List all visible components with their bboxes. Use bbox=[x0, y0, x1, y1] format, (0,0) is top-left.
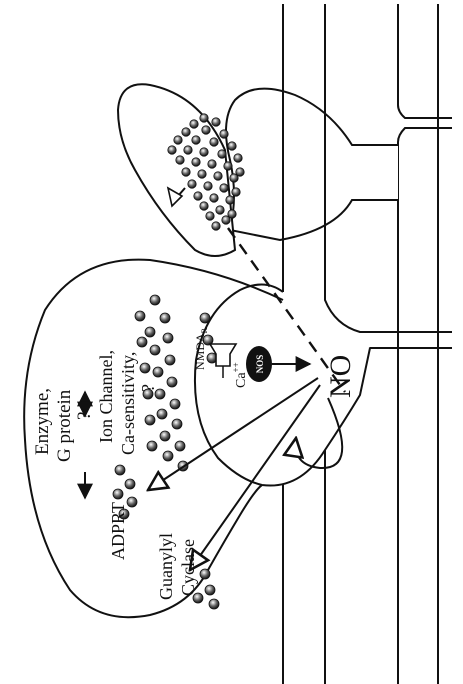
vesicle bbox=[236, 168, 244, 176]
vesicle bbox=[175, 441, 185, 451]
vesicle bbox=[216, 206, 224, 214]
vesicle bbox=[204, 182, 212, 190]
vesicle bbox=[188, 180, 196, 188]
vesicle bbox=[157, 409, 167, 419]
vesicle bbox=[167, 377, 177, 387]
vesicle bbox=[127, 497, 137, 507]
vesicle bbox=[212, 118, 220, 126]
vesicle bbox=[200, 114, 208, 122]
vesicle bbox=[214, 172, 222, 180]
vesicle bbox=[147, 441, 157, 451]
vesicle bbox=[170, 399, 180, 409]
vesicle bbox=[184, 146, 192, 154]
label-enzyme: Enzyme, bbox=[32, 388, 53, 455]
vesicle bbox=[150, 295, 160, 305]
vesicle bbox=[232, 188, 240, 196]
vesicle bbox=[150, 345, 160, 355]
vesicle bbox=[125, 479, 135, 489]
vesicle bbox=[163, 333, 173, 343]
vesicle bbox=[220, 184, 228, 192]
presynaptic-terminal bbox=[118, 84, 398, 256]
vesicle bbox=[163, 451, 173, 461]
vesicle bbox=[200, 569, 210, 579]
label-q1: ? bbox=[74, 412, 95, 420]
vesicle bbox=[182, 128, 190, 136]
vesicle bbox=[174, 136, 182, 144]
vesicle bbox=[145, 327, 155, 337]
label-adprt: ADPRT bbox=[108, 502, 128, 560]
label-guanylyl: Guanylyl bbox=[156, 533, 176, 600]
vesicle bbox=[234, 154, 242, 162]
vesicle bbox=[160, 431, 170, 441]
vesicle bbox=[176, 156, 184, 164]
vesicle bbox=[210, 138, 218, 146]
vesicle bbox=[135, 311, 145, 321]
vesicle bbox=[172, 419, 182, 429]
vesicle bbox=[226, 196, 234, 204]
vesicle bbox=[202, 126, 210, 134]
vesicle bbox=[145, 415, 155, 425]
vesicle bbox=[200, 313, 210, 323]
label-no: NO bbox=[324, 355, 357, 398]
label-g-protein: G protein bbox=[54, 389, 75, 462]
vesicle bbox=[208, 160, 216, 168]
label-ca-sensitivity: Ca-sensitivity, bbox=[118, 352, 138, 455]
vesicle bbox=[165, 355, 175, 365]
vesicle bbox=[192, 136, 200, 144]
vesicle bbox=[200, 202, 208, 210]
label-q2: ? bbox=[138, 384, 158, 392]
vesicle bbox=[160, 313, 170, 323]
vesicle bbox=[137, 337, 147, 347]
vesicle bbox=[212, 222, 220, 230]
vesicle bbox=[228, 142, 236, 150]
label-cyclase: Cyclase bbox=[178, 539, 198, 596]
vesicle bbox=[206, 212, 214, 220]
vesicle bbox=[113, 489, 123, 499]
vesicle bbox=[182, 168, 190, 176]
vesicle bbox=[194, 192, 202, 200]
nos-label: NOS bbox=[255, 355, 265, 374]
vesicle bbox=[168, 146, 176, 154]
vesicle bbox=[192, 158, 200, 166]
vesicle bbox=[200, 148, 208, 156]
vesicle bbox=[140, 363, 150, 373]
vesicle bbox=[210, 194, 218, 202]
vesicle bbox=[209, 599, 219, 609]
vesicle bbox=[224, 162, 232, 170]
vesicle bbox=[190, 120, 198, 128]
vesicle bbox=[198, 170, 206, 178]
vesicle bbox=[153, 367, 163, 377]
vesicle bbox=[205, 585, 215, 595]
vesicle bbox=[218, 150, 226, 158]
vesicle bbox=[115, 465, 125, 475]
vesicle bbox=[228, 210, 236, 218]
right-axon bbox=[398, 4, 452, 684]
label-nmda: NMDAR bbox=[193, 327, 209, 370]
vesicle bbox=[220, 130, 228, 138]
label-ion-channel: Ion Channel, bbox=[96, 350, 116, 443]
